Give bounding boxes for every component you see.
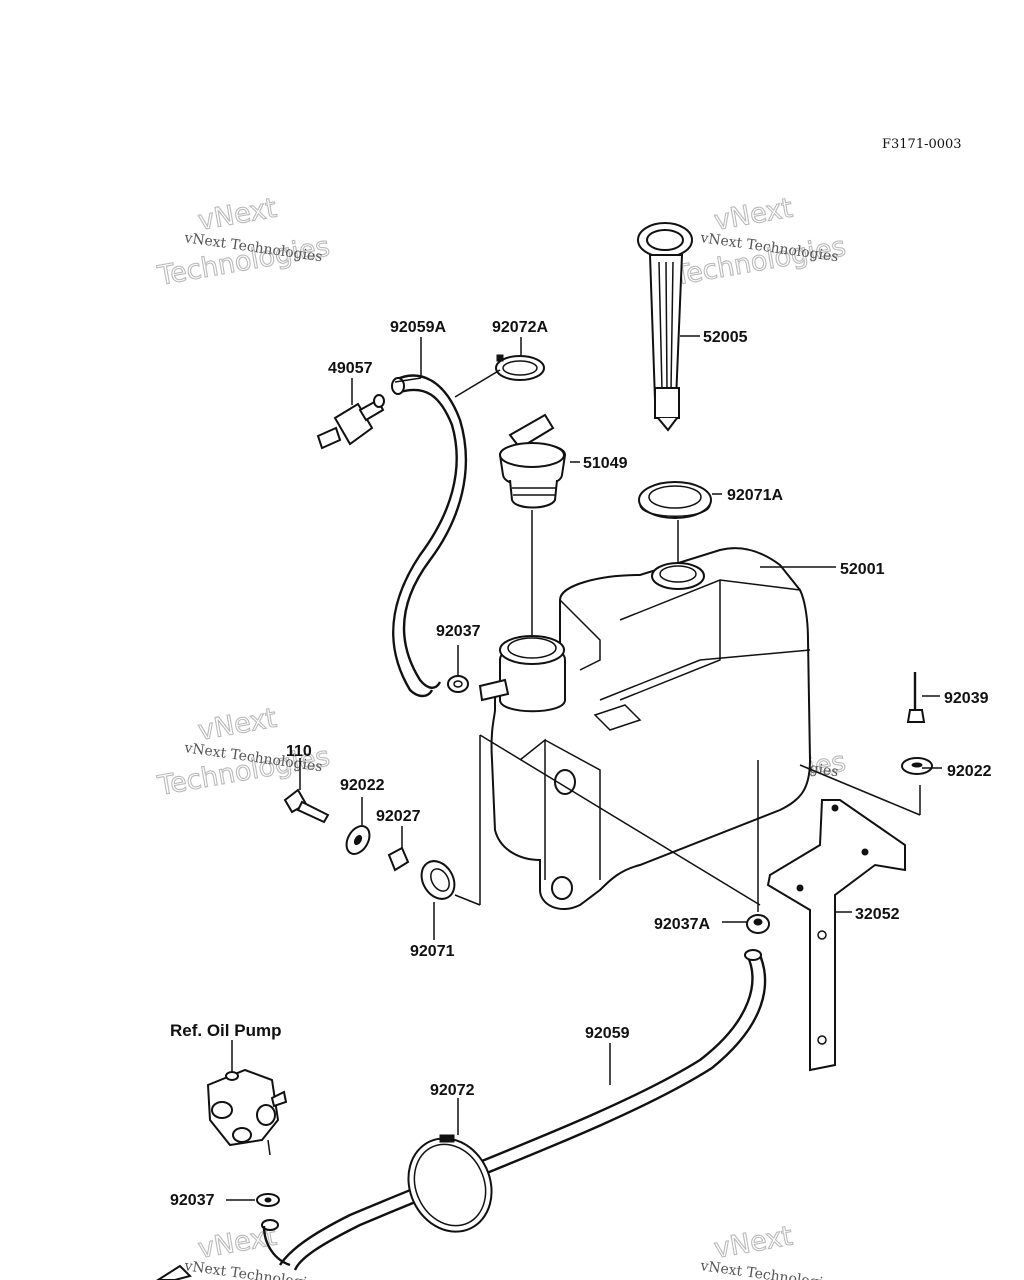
- label-32052: 32052: [855, 906, 900, 923]
- label-52001: 52001: [840, 561, 885, 578]
- bracket-32052: [766, 799, 906, 1072]
- label-92037-bottom: 92037: [170, 1192, 215, 1209]
- collar-92027: [387, 846, 410, 872]
- label-92022-left: 92022: [340, 777, 385, 794]
- leader-lines: [226, 335, 942, 1201]
- label-92071: 92071: [410, 943, 455, 960]
- label-110: 110: [286, 743, 312, 760]
- level-gauge-52005: [637, 222, 693, 432]
- band-clamp-92072: [407, 1134, 493, 1233]
- label-ref-oil-pump: Ref. Oil Pump: [170, 1021, 281, 1040]
- watermark-bottom-right: vNext vNext Technologies: [698, 1220, 839, 1280]
- watermark-brand: vNext: [196, 193, 279, 237]
- figure-code: F3171-0003: [882, 137, 962, 152]
- watermark-bottom-left: vNext vNext Technologies: [182, 1220, 323, 1280]
- label-49057: 49057: [328, 360, 373, 377]
- label-52005: 52005: [703, 329, 748, 346]
- label-51049: 51049: [583, 455, 628, 472]
- washer-92022-right: [901, 757, 933, 775]
- label-92022-right: 92022: [947, 763, 992, 780]
- watermark-top-left: vNext Technologies vNext Technologies: [154, 192, 332, 293]
- filler-cap-51049: [498, 413, 567, 509]
- partial-component-edge: [156, 1264, 192, 1280]
- washer-92022-left: [345, 825, 371, 855]
- grommet-92071A: [638, 481, 712, 519]
- grommet-92071: [420, 860, 456, 900]
- label-92072: 92072: [430, 1082, 475, 1099]
- watermark-brand: vNext: [712, 193, 795, 237]
- oil-tank-52001: [478, 547, 812, 910]
- label-92027: 92027: [376, 808, 421, 825]
- label-92059: 92059: [585, 1025, 630, 1042]
- watermark-mid-left: vNext Technologies vNext Technologies: [154, 702, 332, 803]
- watermark-brand: vNext: [712, 1221, 795, 1265]
- label-92037-top: 92037: [436, 623, 481, 640]
- label-92072A: 92072A: [492, 319, 548, 336]
- watermark-top-right: vNext Technologies vNext Technologies: [670, 192, 848, 293]
- label-92071A: 92071A: [727, 487, 783, 504]
- bolt-110: [283, 788, 330, 824]
- hose-92059: [261, 949, 767, 1271]
- watermark-brand: vNext: [196, 703, 279, 747]
- label-92039: 92039: [944, 690, 989, 707]
- oil-pump-reference: [206, 1068, 288, 1156]
- label-92059A: 92059A: [390, 319, 446, 336]
- clip-92072A: [495, 354, 545, 381]
- clamp-92037A: [746, 914, 770, 934]
- clamp-92037-bottom: [256, 1193, 280, 1207]
- label-92037A: 92037A: [654, 916, 710, 933]
- watermark-text: vNext Technologies: [698, 1258, 839, 1280]
- rivet-92039: [906, 672, 926, 723]
- check-valve-49057: [316, 394, 385, 450]
- hose-92059A: [391, 374, 467, 698]
- clamp-92037-top: [447, 675, 469, 693]
